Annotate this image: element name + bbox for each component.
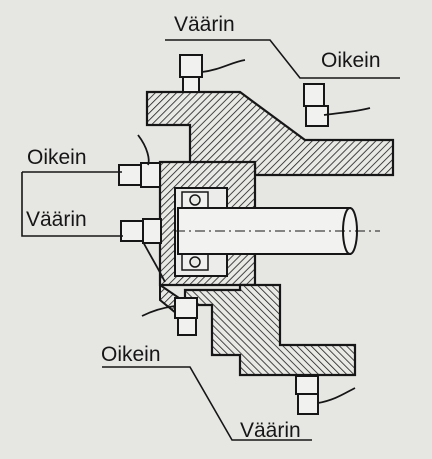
label-top-right: Oikein bbox=[321, 49, 381, 72]
leader-lines bbox=[21, 39, 400, 441]
label-bottom-right: Oikein bbox=[101, 343, 161, 366]
sensor-bottom-wrong bbox=[295, 375, 356, 415]
bearing bbox=[181, 191, 209, 271]
label-top-wrong: Väärin bbox=[174, 13, 235, 36]
sensor-top-wrong bbox=[179, 54, 246, 93]
sensor-bottom-right bbox=[141, 297, 198, 336]
sensor-mid-wrong bbox=[120, 218, 166, 283]
label-mid-wrong: Väärin bbox=[26, 208, 87, 231]
sensor-top-right bbox=[303, 83, 371, 127]
lower-flange bbox=[183, 283, 357, 377]
sensor-mid-right bbox=[118, 134, 161, 188]
bearing-ball-lower bbox=[189, 256, 201, 268]
shaft bbox=[175, 207, 380, 255]
label-bottom-wrong: Väärin bbox=[240, 419, 301, 442]
bearing-ball-upper bbox=[189, 194, 201, 206]
label-mid-right: Oikein bbox=[27, 146, 87, 169]
